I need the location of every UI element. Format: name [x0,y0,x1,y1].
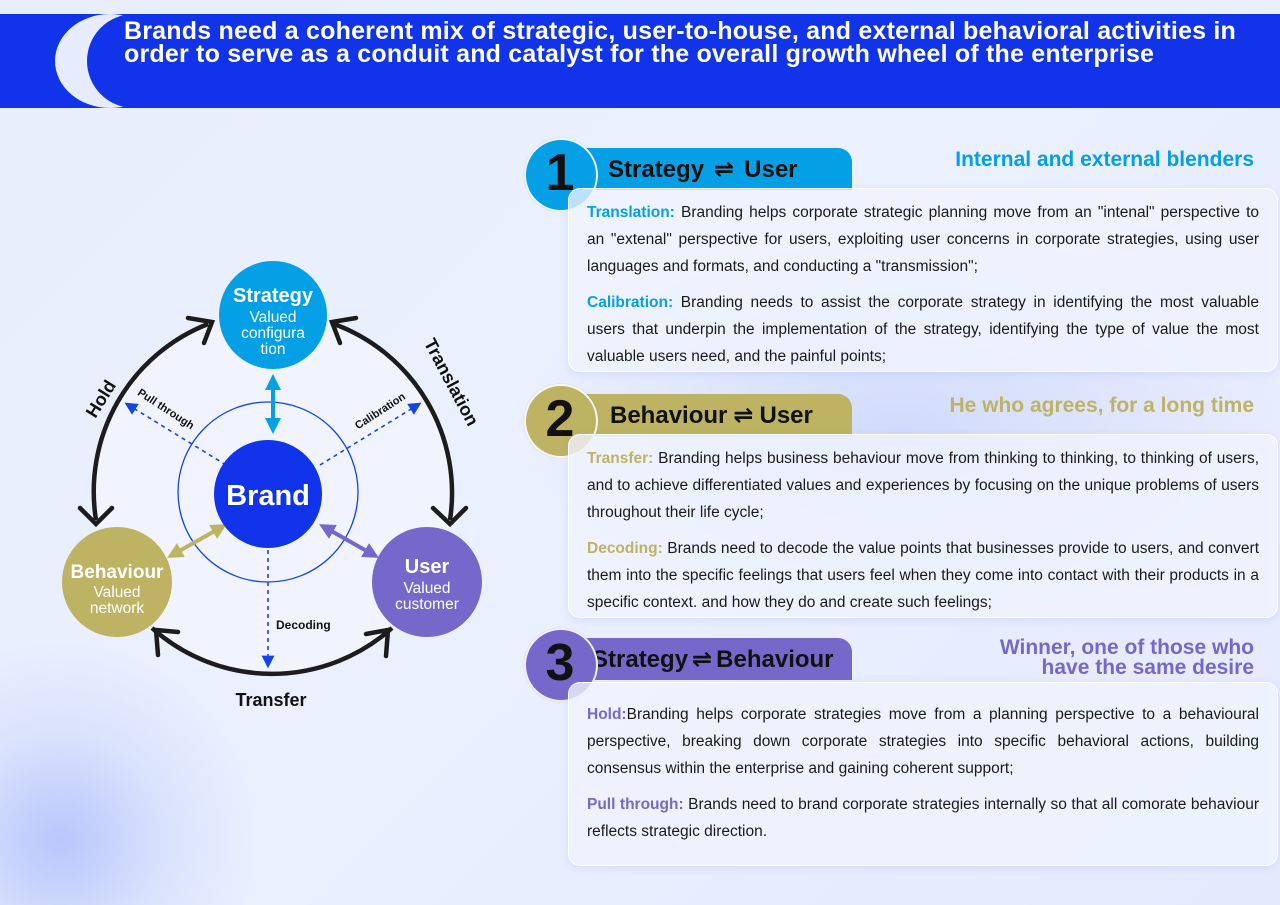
section-2-right-label: User [759,402,813,429]
strategy-node-sub-2: configura [241,325,305,342]
calibration-term: Calibration: [587,294,674,311]
arrowhead-hold-bottom [77,505,115,528]
section-1-tab: Strategy ⇌ User [580,148,852,190]
header-banner: Brands need a coherent mix of strategic,… [0,14,1280,108]
arrowhead-transfer-left [153,627,181,658]
translation-text: Branding helps corporate strategic plann… [587,204,1259,275]
calibration-arrow [319,402,422,466]
section-3-card: Hold:Branding helps corporate strategies… [568,682,1278,866]
hold-text: Branding helps corporate strategies move… [587,706,1259,777]
section-3-tagline-line-2: have the same desire [1041,656,1254,679]
section-1-header: Strategy⇌User 1 Internal and external bl… [520,138,1280,212]
arc-translation [333,321,455,521]
arrowhead-translation-top [328,315,359,346]
user-node-sub-2: customer [395,596,459,613]
strategy-node-title: Strategy [233,285,314,307]
section-1-card: Translation: Branding helps corporate st… [568,188,1278,372]
user-node-title: User [405,556,450,578]
behaviour-brand-arrow [167,524,227,558]
section-1-paragraph-translation: Translation: Branding helps corporate st… [587,199,1259,280]
pull-through-term: Pull through: [587,796,684,813]
section-3-paragraph-hold: Hold:Branding helps corporate strategies… [587,701,1259,782]
decoding-term: Decoding: [587,540,663,557]
brand-node [214,440,322,548]
hold-term: Hold: [587,706,627,723]
section-1-right-label: User [744,156,798,183]
page-title: Brands need a coherent mix of strategic,… [124,17,1236,68]
swap-arrows-icon: ⇌ [692,646,713,673]
section-1-tagline: Internal and external blenders [955,148,1254,171]
section-3-paragraph-pull-through: Pull through: Brands need to brand corpo… [587,791,1259,845]
arrowhead-transfer-right [363,627,391,659]
strategy-node-sub-1: Valued [249,309,296,326]
pull-through-arrow [124,402,227,466]
brand-growth-wheel-diagram: Strategy Valued configura tion Brand Beh… [62,261,483,710]
calibration-text: Branding needs to assist the corporate s… [587,294,1259,365]
section-3-right-label: Behaviour [716,646,834,673]
swap-arrows-icon: ⇌ [733,402,754,429]
section-2-header: Behaviour⇌User 2 He who agrees, for a lo… [520,384,1280,458]
section-2-left-label: Behaviour [610,402,728,429]
behaviour-node-sub-2: network [90,600,145,617]
brand-node-label: Brand [226,480,310,512]
section-3-tab: Strategy⇌Behaviour [580,638,852,680]
section-2-paragraph-decoding: Decoding: Brands need to decode the valu… [587,535,1259,616]
translation-term: Translation: [587,204,675,221]
section-2-card: Transfer: Branding helps business behavi… [568,434,1278,618]
transfer-label: Transfer [235,690,306,710]
behaviour-node-sub-1: Valued [93,584,140,601]
section-3-header: Strategy⇌Behaviour 3 Winner, one of thos… [520,628,1280,702]
section-2-tab: Behaviour⇌User [580,394,852,436]
strategy-node-sub-3: tion [261,341,286,358]
arrowhead-translation-bottom [430,505,469,528]
user-node-sub-1: Valued [403,580,450,597]
user-brand-arrow [319,524,379,558]
section-1-paragraph-calibration: Calibration: Branding needs to assist th… [587,289,1259,370]
section-strategy-behaviour: Strategy⇌Behaviour 3 Winner, one of thos… [520,628,1280,878]
section-behaviour-user: Behaviour⇌User 2 He who agrees, for a lo… [520,384,1280,624]
section-1-tagline-line: Internal and external blenders [955,148,1254,171]
arc-hold [91,321,209,521]
behaviour-node [62,527,172,637]
arrowhead-hold-top [185,315,216,346]
behaviour-node-title: Behaviour [71,562,165,583]
swap-arrows-icon: ⇌ [714,156,735,183]
section-3-number: 3 [545,634,575,692]
transfer-text: Branding helps business behaviour move f… [587,450,1259,521]
section-3-left-label: Strategy [592,646,689,673]
section-2-tagline-line: He who agrees, for a long time [949,394,1254,417]
strategy-node [219,261,327,369]
pull-through-text: Brands need to brand corporate strategie… [587,796,1259,840]
decoding-label: Decoding [276,618,331,632]
section-3-tagline-line-1: Winner, one of those who [999,636,1254,659]
section-2-tagline: He who agrees, for a long time [949,394,1254,417]
section-3-tagline: Winner, one of those who have the same d… [999,636,1254,679]
decoding-text: Brands need to decode the value points t… [587,540,1259,611]
user-node [372,527,482,637]
section-1-left-label: Strategy [608,156,705,183]
section-2-paragraph-transfer: Transfer: Branding helps business behavi… [587,445,1259,526]
arc-transfer [150,626,394,677]
section-strategy-user: Strategy⇌User 1 Internal and external bl… [520,138,1280,378]
transfer-term: Transfer: [587,450,654,467]
header-cap-decoration [87,14,217,108]
